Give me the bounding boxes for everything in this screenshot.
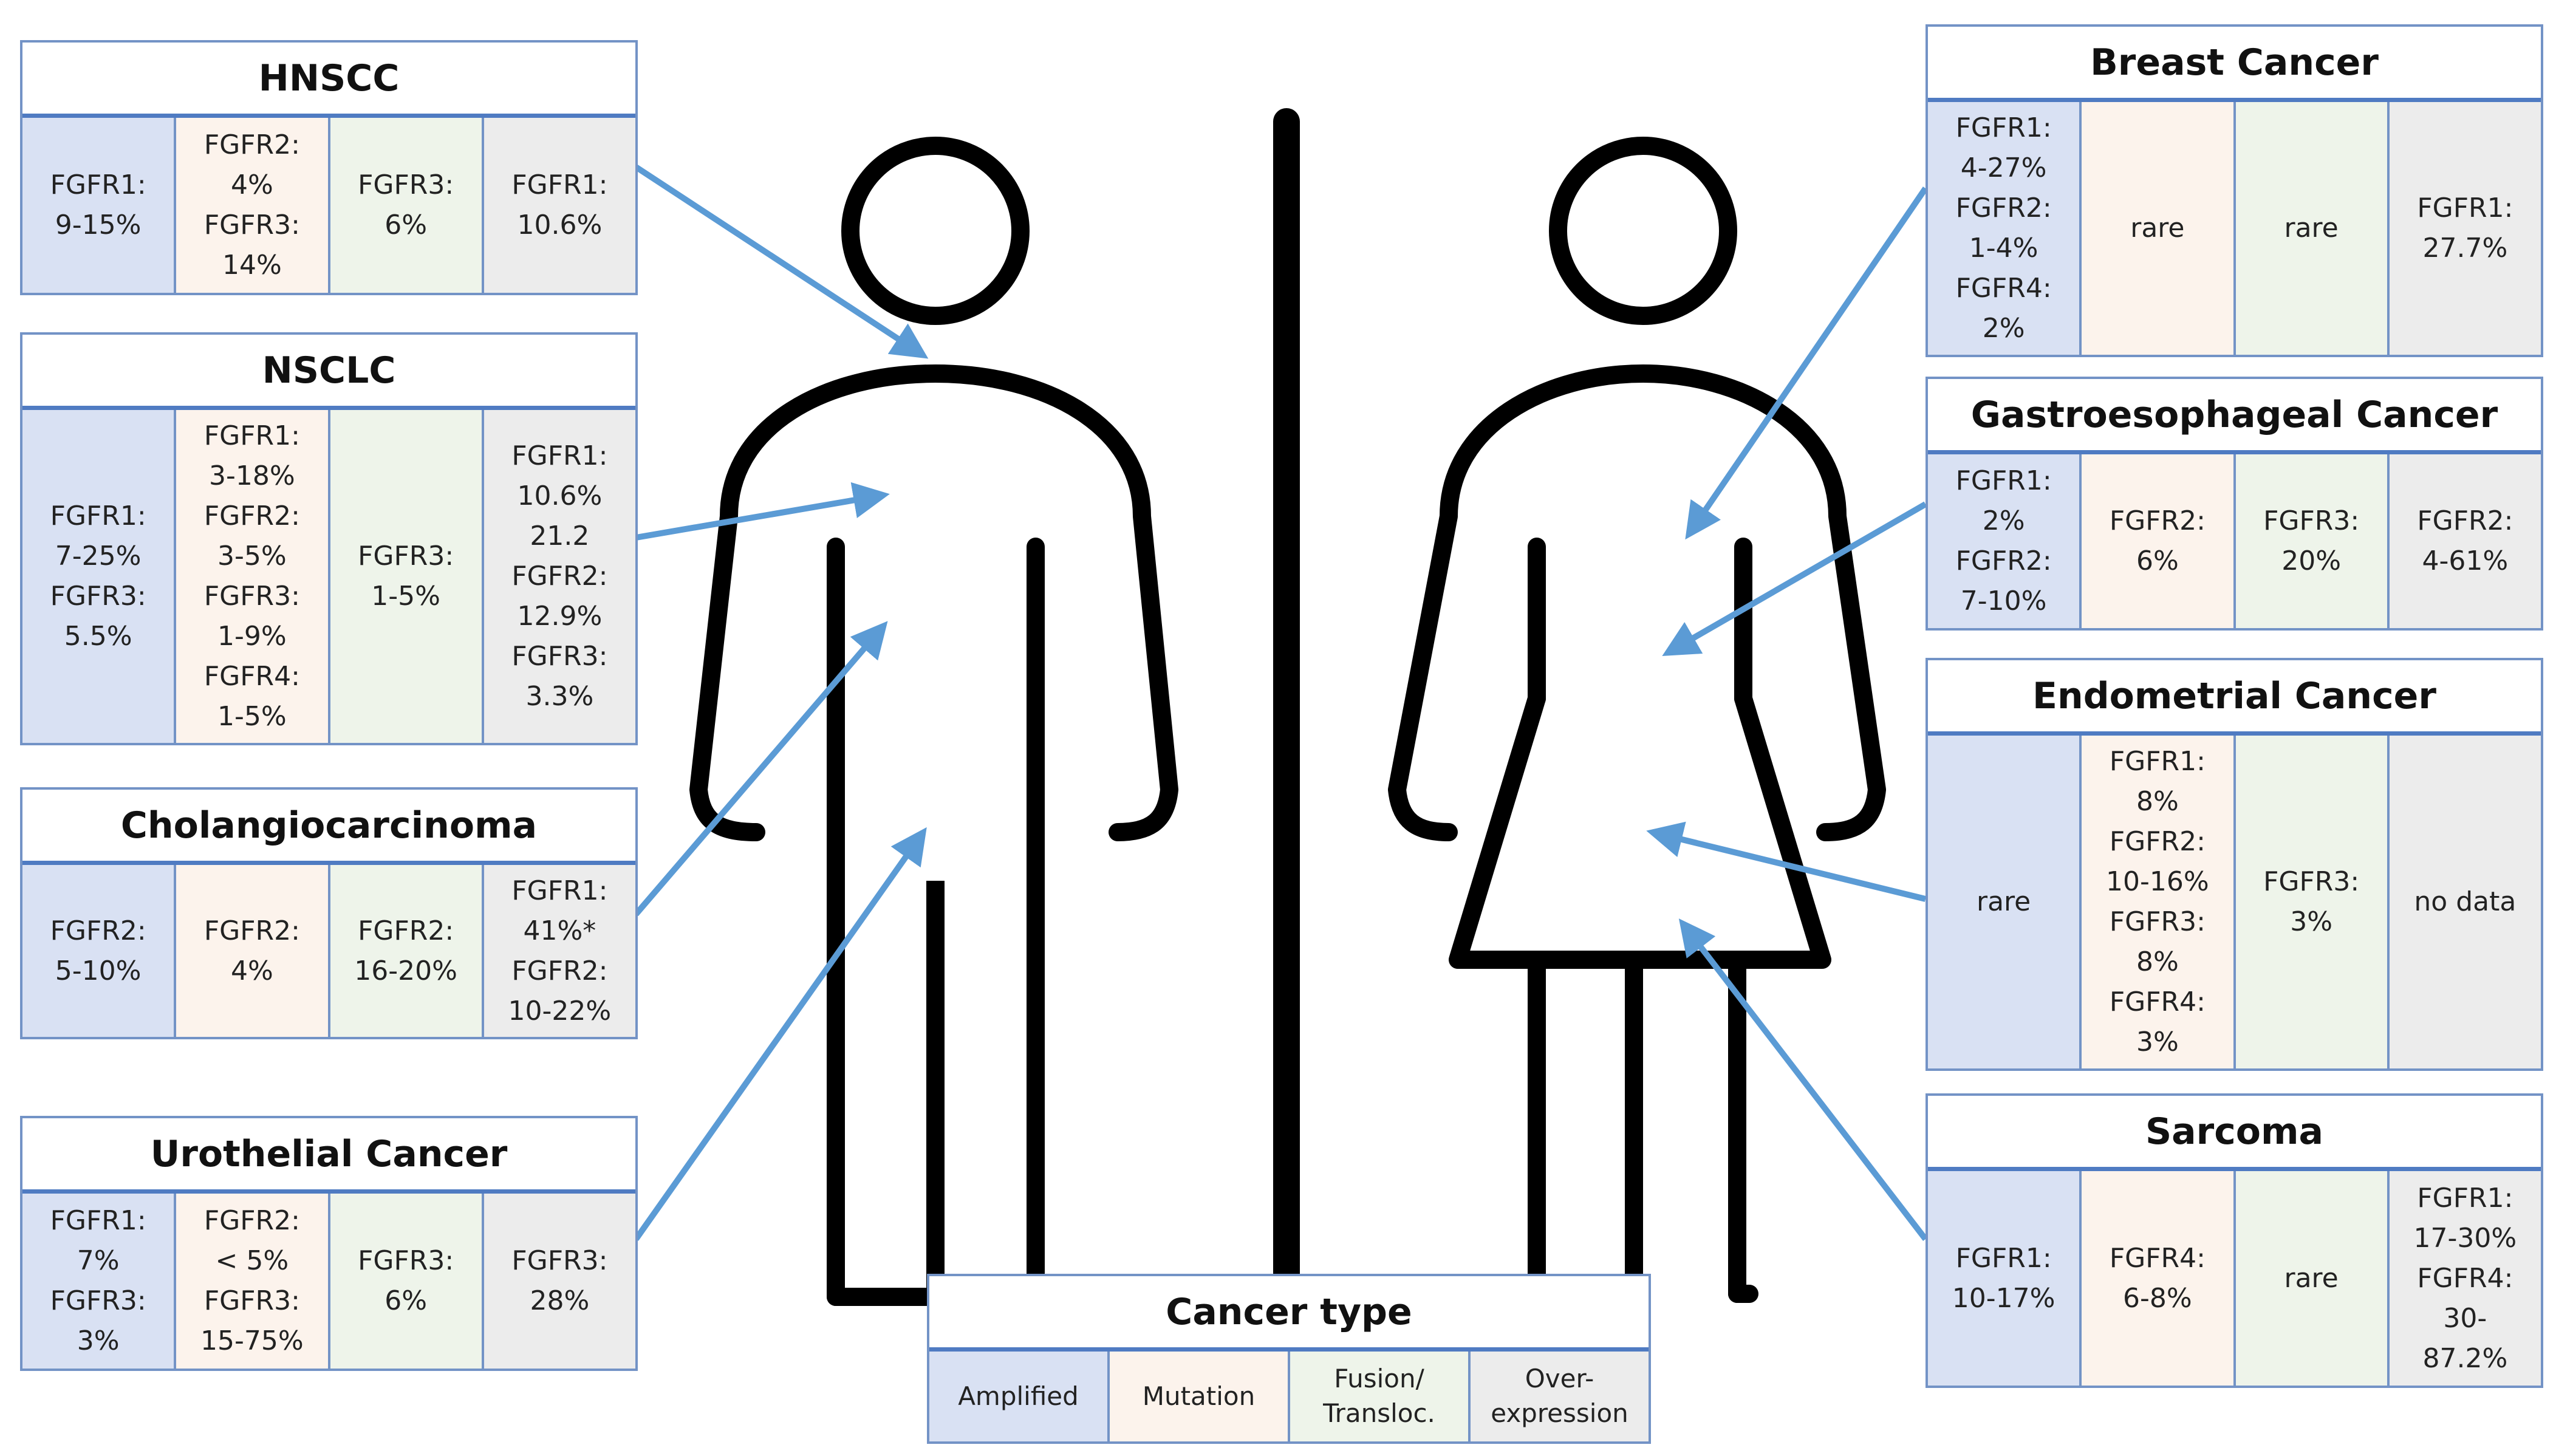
cell-amplified: rare bbox=[1928, 736, 2082, 1068]
panel-nsclc: NSCLC FGFR1: 7-25% FGFR3: 5.5% FGFR1: 3-… bbox=[20, 332, 638, 745]
cell-amplified: FGFR1: 7-25% FGFR3: 5.5% bbox=[22, 410, 177, 743]
panel-gastroesophageal-cancer: Gastroesophageal Cancer FGFR1: 2% FGFR2:… bbox=[1926, 377, 2543, 631]
cell-mutation: rare bbox=[2082, 102, 2236, 355]
cell-mutation: FGFR1: 8% FGFR2: 10-16% FGFR3: 8% FGFR4:… bbox=[2082, 736, 2236, 1068]
panel-title: Endometrial Cancer bbox=[1928, 660, 2541, 736]
cell-mutation: FGFR2: 4% bbox=[176, 865, 330, 1037]
arrow-endometrial bbox=[1646, 821, 1927, 902]
cell-amplified: FGFR1: 10-17% bbox=[1928, 1171, 2082, 1386]
panel-cholangiocarcinoma: Cholangiocarcinoma FGFR2: 5-10% FGFR2: 4… bbox=[20, 787, 638, 1039]
cell-mutation: FGFR2: 4% FGFR3: 14% bbox=[176, 118, 330, 293]
arrow-sarcoma bbox=[1678, 918, 1928, 1242]
cell-fusion: FGFR3: 6% bbox=[330, 118, 484, 293]
panel-title: Gastroesophageal Cancer bbox=[1928, 379, 2541, 454]
cell-mutation: FGFR2: 6% bbox=[2082, 454, 2236, 628]
legend-mutation: Mutation bbox=[1110, 1352, 1290, 1441]
panel-title: Urothelial Cancer bbox=[22, 1118, 635, 1194]
cell-overexpression: no data bbox=[2389, 736, 2541, 1068]
panel-hnscc: HNSCC FGFR1: 9-15% FGFR2: 4% FGFR3: 14% … bbox=[20, 40, 638, 295]
cell-fusion: rare bbox=[2235, 1171, 2390, 1386]
cell-mutation: FGFR1: 3-18% FGFR2: 3-5% FGFR3: 1-9% FGF… bbox=[176, 410, 330, 743]
panel-title: Cholangiocarcinoma bbox=[22, 790, 635, 865]
cell-overexpression: FGFR1: 27.7% bbox=[2389, 102, 2541, 355]
legend-cancer-type: Cancer type Amplified Mutation Fusion/ T… bbox=[927, 1274, 1651, 1444]
arrow-gastro bbox=[1662, 501, 1927, 656]
cell-overexpression: FGFR1: 10.6% bbox=[484, 118, 635, 293]
cell-amplified: FGFR1: 4-27% FGFR2: 1-4% FGFR4: 2% bbox=[1928, 102, 2082, 355]
arrow-hnscc bbox=[634, 164, 929, 359]
cell-fusion: FGFR3: 1-5% bbox=[330, 410, 484, 743]
cell-overexpression: FGFR1: 17-30% FGFR4: 30- 87.2% bbox=[2389, 1171, 2541, 1386]
panel-sarcoma: Sarcoma FGFR1: 10-17% FGFR4: 6-8% rare F… bbox=[1926, 1093, 2543, 1388]
cell-fusion: FGFR3: 3% bbox=[2235, 736, 2390, 1068]
cell-mutation: FGFR4: 6-8% bbox=[2082, 1171, 2236, 1386]
cell-fusion: FGFR3: 20% bbox=[2235, 454, 2390, 628]
legend-overexpression: Over- expression bbox=[1471, 1352, 1649, 1441]
cell-fusion: FGFR2: 16-20% bbox=[330, 865, 484, 1037]
panel-title: Sarcoma bbox=[1928, 1096, 2541, 1171]
cell-mutation: FGFR2: < 5% FGFR3: 15-75% bbox=[176, 1194, 330, 1369]
legend-title: Cancer type bbox=[929, 1276, 1649, 1352]
arrow-breast bbox=[1685, 186, 1929, 540]
cell-overexpression: FGFR1: 10.6% 21.2 FGFR2: 12.9% FGFR3: 3.… bbox=[484, 410, 635, 743]
panel-title: Breast Cancer bbox=[1928, 27, 2541, 102]
cell-overexpression: FGFR1: 41%* FGFR2: 10-22% bbox=[484, 865, 635, 1037]
cell-fusion: rare bbox=[2235, 102, 2390, 355]
arrow-cholangio bbox=[634, 621, 888, 917]
legend-fusion: Fusion/ Transloc. bbox=[1290, 1352, 1471, 1441]
female-figure-icon bbox=[1388, 137, 1886, 1303]
cell-amplified: FGFR1: 7% FGFR3: 3% bbox=[22, 1194, 177, 1369]
arrow-urothelial bbox=[633, 827, 927, 1241]
panel-breast-cancer: Breast Cancer FGFR1: 4-27% FGFR2: 1-4% F… bbox=[1926, 24, 2543, 357]
arrow-nsclc bbox=[635, 482, 890, 541]
panel-urothelial: Urothelial Cancer FGFR1: 7% FGFR3: 3% FG… bbox=[20, 1116, 638, 1371]
pointer-arrows bbox=[633, 164, 1929, 1242]
cell-fusion: FGFR3: 6% bbox=[330, 1194, 484, 1369]
legend-amplified: Amplified bbox=[929, 1352, 1110, 1441]
panel-endometrial-cancer: Endometrial Cancer rare FGFR1: 8% FGFR2:… bbox=[1926, 658, 2543, 1071]
panel-title: NSCLC bbox=[22, 335, 635, 410]
cell-overexpression: FGFR2: 4-61% bbox=[2389, 454, 2541, 628]
cell-overexpression: FGFR3: 28% bbox=[484, 1194, 635, 1369]
panel-title: HNSCC bbox=[22, 43, 635, 118]
cell-amplified: FGFR1: 9-15% bbox=[22, 118, 177, 293]
cell-amplified: FGFR1: 2% FGFR2: 7-10% bbox=[1928, 454, 2082, 628]
male-figure-icon bbox=[689, 137, 1178, 1306]
cell-amplified: FGFR2: 5-10% bbox=[22, 865, 177, 1037]
